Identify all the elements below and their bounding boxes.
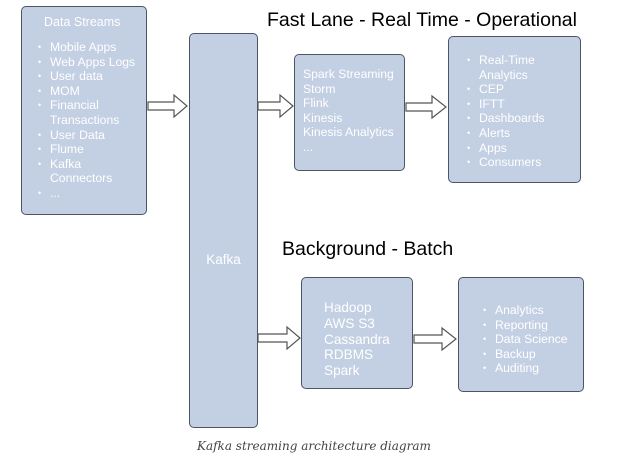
list-item: Mobile Apps	[38, 40, 140, 55]
list-item: Storm	[303, 81, 336, 96]
list-item: Financial Transactions	[38, 98, 128, 127]
list-item: Data Science	[483, 332, 583, 347]
list-item: Flink	[303, 96, 329, 111]
batch-storage-box: Hadoop AWS S3 Cassandra RDBMS Spark	[301, 277, 413, 389]
arrow-right-icon	[405, 94, 447, 120]
list-item: ...	[303, 139, 314, 154]
list-item: Alerts	[467, 126, 580, 141]
list-item: ...	[38, 186, 140, 201]
list-item: Cassandra	[324, 331, 390, 347]
list-item: Spark Streaming	[303, 67, 394, 81]
list-item: Apps	[467, 141, 580, 156]
data-streams-title: Data Streams	[44, 15, 121, 29]
list-item: Real-Time Analytics	[467, 53, 549, 82]
fast-lane-heading: Fast Lane - Real Time - Operational	[267, 9, 577, 31]
list-item: Spark	[324, 363, 360, 379]
list-item: AWS S3	[324, 315, 375, 331]
batch-outputs-box: Analytics Reporting Data Science Backup …	[458, 277, 584, 392]
arrow-right-icon	[147, 93, 188, 119]
list-item: Dashboards	[467, 111, 580, 126]
list-item: Reporting	[483, 318, 583, 333]
list-item: Kinesis Analytics	[303, 125, 394, 140]
list-item: MOM	[38, 84, 140, 99]
realtime-outputs-box: Real-Time Analytics CEP IFTT Dashboards …	[448, 36, 581, 183]
list-item: RDBMS	[324, 347, 374, 363]
list-item: IFTT	[467, 97, 580, 112]
data-streams-box: Data Streams Mobile Apps Web Apps Logs U…	[21, 6, 147, 215]
arrow-right-icon	[413, 326, 457, 352]
background-batch-heading: Background - Batch	[282, 238, 454, 260]
stream-processing-box: Spark Streaming Storm Flink Kinesis Kine…	[294, 54, 405, 171]
diagram-caption: Kafka streaming architecture diagram	[197, 439, 431, 453]
list-item: Web Apps Logs	[38, 55, 140, 70]
list-item: Kafka Connectors	[38, 157, 120, 186]
batch-outputs-list: Analytics Reporting Data Science Backup …	[483, 303, 583, 376]
list-item: Consumers	[467, 155, 580, 170]
list-item: Backup	[483, 347, 583, 362]
list-item: Analytics	[483, 303, 583, 318]
stream-processing-list: Spark Streaming Storm Flink Kinesis Kine…	[303, 67, 404, 155]
list-item: Flume	[38, 142, 140, 157]
realtime-outputs-list: Real-Time Analytics CEP IFTT Dashboards …	[467, 53, 580, 170]
list-item: Kinesis	[303, 110, 343, 125]
arrow-right-icon	[257, 325, 301, 351]
data-streams-list: Mobile Apps Web Apps Logs User data MOM …	[38, 40, 140, 201]
list-item: User Data	[38, 128, 140, 143]
batch-storage-list: Hadoop AWS S3 Cassandra RDBMS Spark	[324, 300, 412, 379]
list-item: User data	[38, 69, 140, 84]
kafka-box: Kafka	[189, 33, 258, 428]
arrow-right-icon	[257, 93, 294, 119]
list-item: Hadoop	[324, 300, 372, 315]
list-item: CEP	[467, 82, 580, 97]
kafka-label: Kafka	[206, 252, 241, 267]
list-item: Auditing	[483, 361, 583, 376]
